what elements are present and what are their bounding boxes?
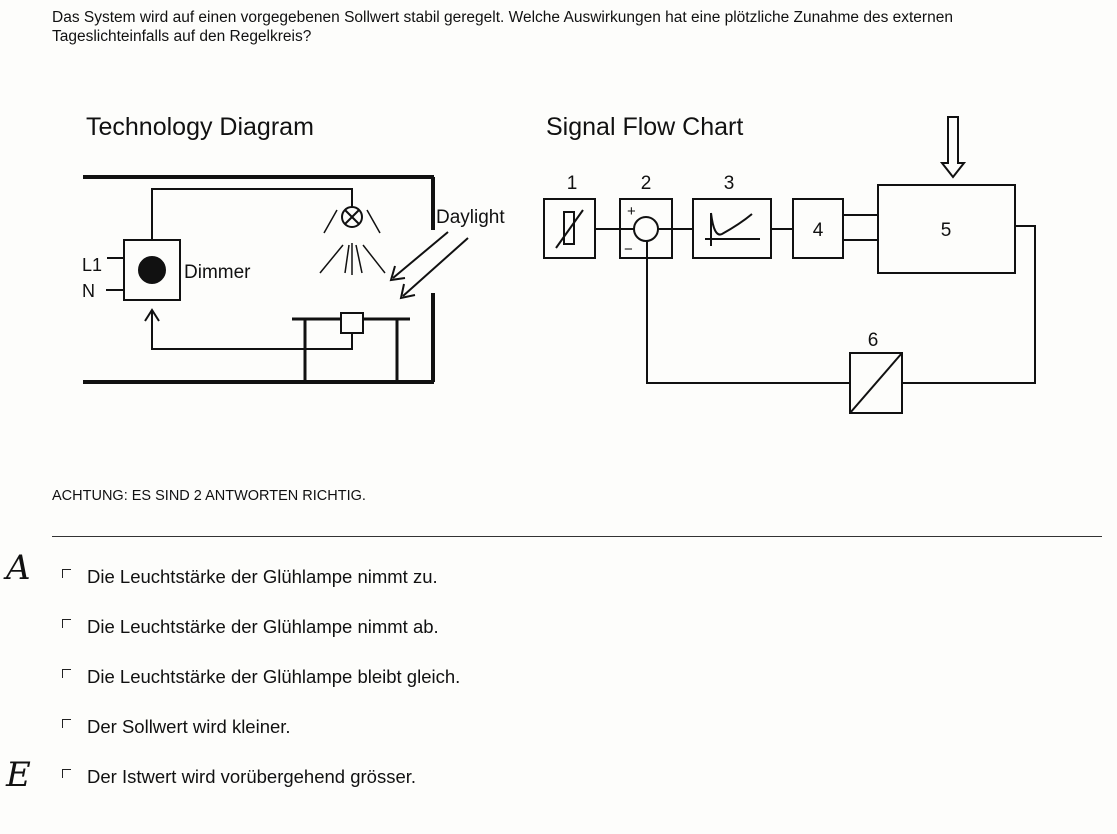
block-label-4: 4: [813, 220, 824, 241]
warning-text: ACHTUNG: ES SIND 2 ANTWORTEN RICHTIG.: [52, 488, 366, 504]
technology-diagram: [83, 175, 469, 384]
arrow-up-icon: [144, 308, 160, 322]
question-text: Das System wird auf einen vorgegebenen S…: [52, 9, 953, 45]
block-label-3: 3: [724, 173, 735, 194]
light-sensor: [340, 312, 364, 334]
block-label-1: 1: [567, 173, 578, 194]
option-5[interactable]: Der Istwert wird vorübergehend grösser.: [62, 766, 416, 788]
daylight-label: Daylight: [436, 207, 505, 228]
daylight-arrow: [392, 231, 449, 279]
handwritten-mark-e: E: [6, 755, 31, 795]
checkbox[interactable]: [62, 719, 71, 728]
option-label: Der Istwert wird vorübergehend grösser.: [87, 766, 417, 787]
l1-label: L1: [82, 255, 102, 275]
sensor-feedback-wire: [151, 312, 353, 350]
option-label: Die Leuchtstärke der Glühlampe bleibt gl…: [87, 666, 461, 687]
option-1[interactable]: Die Leuchtstärke der Glühlampe nimmt zu.: [62, 566, 438, 588]
lamp-wire: [151, 188, 353, 240]
block-5-plant: [877, 184, 1016, 274]
plus-sign: +: [627, 203, 636, 220]
diagrams: L1 N Dimmer Daylight 1 2 3 4 5 6 + −: [82, 116, 1036, 414]
block-label-2: 2: [641, 173, 652, 194]
dimmer-label: Dimmer: [184, 262, 251, 283]
feedback-line: [902, 225, 1036, 384]
signal-flow-chart: [543, 116, 1036, 414]
technology-diagram-title: Technology Diagram: [86, 113, 314, 141]
signal-flow-chart-title: Signal Flow Chart: [546, 113, 744, 141]
option-label: Die Leuchtstärke der Glühlampe nimmt zu.: [87, 566, 438, 587]
dimmer-box: [123, 239, 181, 301]
option-4[interactable]: Der Sollwert wird kleiner.: [62, 716, 291, 738]
option-2[interactable]: Die Leuchtstärke der Glühlampe nimmt ab.: [62, 616, 439, 638]
lamp-icon: [341, 206, 363, 228]
checkbox[interactable]: [62, 669, 71, 678]
daylight-arrow: [402, 237, 469, 297]
block-label-5: 5: [941, 220, 952, 241]
option-3[interactable]: Die Leuchtstärke der Glühlampe bleibt gl…: [62, 666, 460, 688]
divider: [52, 536, 1102, 537]
handwritten-mark-a: A: [6, 548, 31, 588]
minus-sign: −: [624, 241, 633, 258]
disturbance-arrow-icon: [939, 116, 967, 179]
block-4-actuator: [792, 198, 844, 259]
checkbox[interactable]: [62, 769, 71, 778]
checkbox[interactable]: [62, 619, 71, 628]
option-label: Der Sollwert wird kleiner.: [87, 716, 291, 737]
block-label-6: 6: [868, 330, 879, 351]
n-label: N: [82, 281, 95, 301]
option-label: Die Leuchtstärke der Glühlampe nimmt ab.: [87, 616, 439, 637]
dimmer-knob: [138, 256, 166, 284]
checkbox[interactable]: [62, 569, 71, 578]
